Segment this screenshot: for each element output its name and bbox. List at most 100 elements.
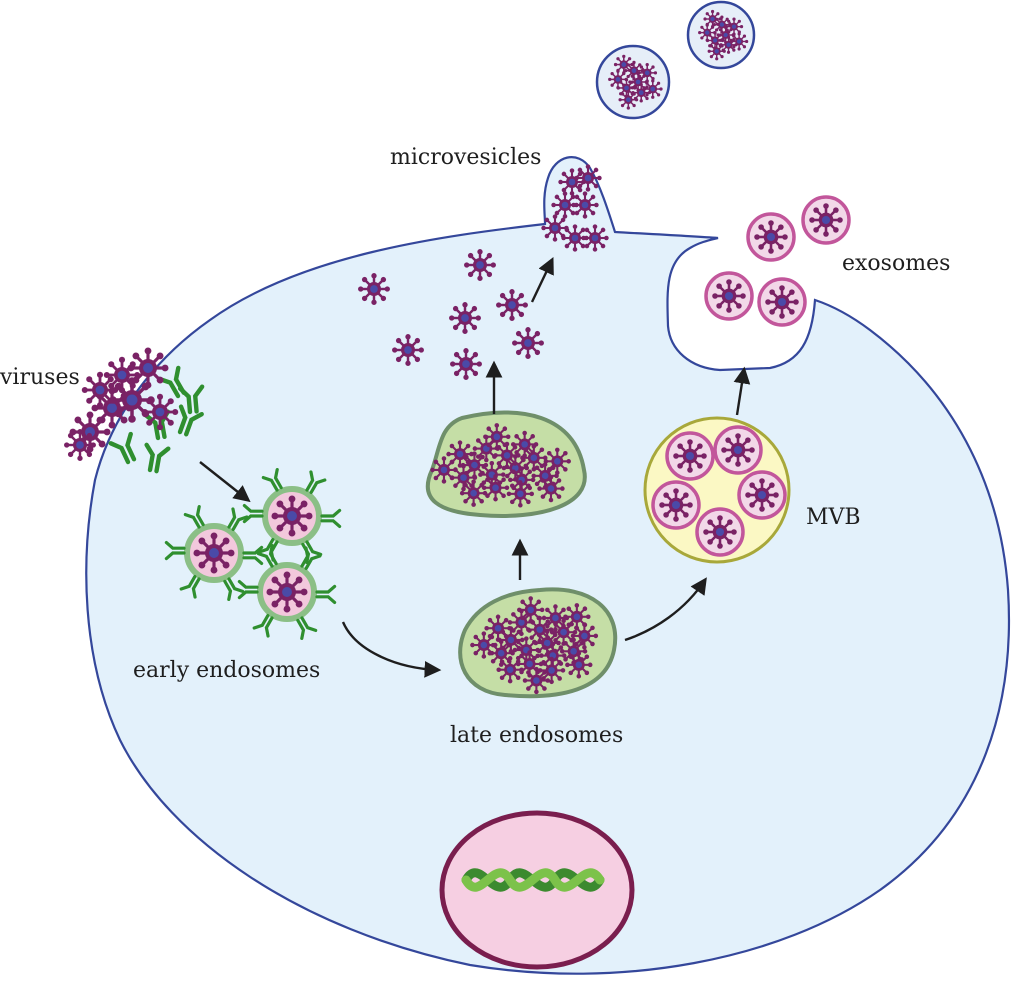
virus-icon bbox=[484, 614, 512, 642]
arrow-icon bbox=[341, 621, 442, 678]
receptor-icon bbox=[183, 504, 205, 529]
arrows bbox=[199, 256, 751, 678]
virus-icon bbox=[703, 9, 722, 29]
receptor-icon bbox=[179, 574, 201, 599]
cell-membrane bbox=[85, 156, 1011, 975]
arrow-icon bbox=[733, 366, 751, 416]
virus-icon bbox=[358, 273, 390, 305]
virus-icon bbox=[81, 371, 119, 409]
early-endosome bbox=[237, 543, 337, 641]
virus-icon bbox=[541, 604, 570, 632]
receptor-icon bbox=[108, 431, 137, 465]
virus-icon bbox=[449, 463, 478, 492]
virus-icon bbox=[459, 479, 488, 507]
label-viruses: viruses bbox=[0, 365, 80, 390]
receptor-icon bbox=[223, 577, 245, 602]
label-microvesicles: microvesicles bbox=[390, 145, 541, 170]
virus-icon bbox=[561, 224, 589, 252]
arrow-icon bbox=[199, 461, 251, 503]
virus-icon bbox=[765, 285, 799, 319]
virus-icon bbox=[481, 474, 510, 502]
virus-icon bbox=[551, 191, 579, 219]
virus-icon bbox=[642, 79, 663, 99]
receptor-icon bbox=[315, 584, 337, 605]
virus-icon bbox=[673, 439, 707, 473]
receptor-icon bbox=[305, 470, 327, 495]
virus-icon bbox=[64, 429, 96, 461]
virus-icon bbox=[565, 651, 593, 679]
virus-icon bbox=[496, 289, 528, 321]
early-endosome bbox=[164, 504, 264, 602]
virus-icon bbox=[707, 42, 726, 61]
receptor-icon bbox=[177, 404, 204, 437]
virus-icon bbox=[703, 515, 737, 549]
virus-icon bbox=[271, 495, 313, 537]
receptor-icon bbox=[320, 508, 342, 529]
receptor-icon bbox=[237, 579, 259, 600]
virus-icon bbox=[487, 639, 515, 667]
virus-icon bbox=[537, 474, 565, 503]
virus-icon bbox=[730, 32, 749, 51]
receptor-icon bbox=[242, 503, 264, 524]
virus-icon bbox=[464, 249, 496, 281]
released-vesicle bbox=[595, 44, 671, 120]
receptor-icon bbox=[144, 442, 171, 474]
virus-icon bbox=[450, 348, 482, 380]
released-vesicle bbox=[686, 0, 756, 70]
label-early-endosomes: early endosomes bbox=[133, 658, 320, 683]
receptor-icon bbox=[242, 545, 264, 566]
virus-icon bbox=[141, 393, 179, 431]
virus-icon bbox=[193, 532, 235, 574]
virus-icon bbox=[745, 478, 779, 512]
label-mvb: MVB bbox=[806, 505, 861, 530]
exosome bbox=[695, 507, 745, 557]
receptor-icon bbox=[252, 613, 274, 638]
virus-icon bbox=[517, 596, 545, 624]
exosome bbox=[713, 425, 763, 475]
virus-icon bbox=[618, 89, 639, 110]
virus-icon bbox=[631, 82, 652, 103]
virus-icon bbox=[103, 356, 141, 394]
virus-icon bbox=[541, 214, 569, 242]
receptor-icon bbox=[227, 507, 249, 532]
virus-icon bbox=[574, 164, 602, 192]
receptor-icon bbox=[261, 467, 283, 492]
virus-icon bbox=[608, 69, 628, 90]
arrow-icon bbox=[530, 256, 554, 303]
exosome bbox=[757, 277, 807, 327]
virus-icon bbox=[392, 334, 424, 366]
virus-icon bbox=[430, 456, 458, 484]
virus-icon bbox=[537, 656, 566, 685]
exosome bbox=[801, 195, 851, 245]
virus-icon bbox=[809, 203, 843, 237]
receptor-icon bbox=[296, 616, 318, 641]
virus-icon bbox=[712, 279, 746, 313]
receptor-icon bbox=[256, 543, 278, 568]
receptor-icon bbox=[178, 384, 205, 415]
virus-icon bbox=[543, 447, 571, 475]
virus-icon bbox=[483, 423, 511, 451]
virus-icon bbox=[449, 302, 481, 334]
receptor-icon bbox=[164, 540, 186, 561]
vesicle-group bbox=[164, 0, 851, 641]
exosome bbox=[746, 212, 796, 262]
virus-icon bbox=[127, 347, 169, 389]
virus-icon bbox=[624, 60, 644, 81]
virus-icon bbox=[637, 63, 658, 83]
exosome bbox=[737, 470, 787, 520]
virus-icon bbox=[510, 430, 539, 459]
virus-icon bbox=[496, 656, 524, 684]
virus-group bbox=[64, 164, 609, 695]
virus-icon bbox=[522, 666, 551, 695]
exosome bbox=[704, 271, 754, 321]
virus-icon bbox=[698, 23, 717, 42]
virus-icon bbox=[563, 603, 591, 631]
arrow-icon bbox=[624, 577, 707, 642]
virus-icon bbox=[558, 168, 586, 196]
virus-icon bbox=[659, 488, 693, 522]
virus-icon bbox=[266, 571, 308, 613]
virus-icon bbox=[613, 54, 634, 75]
virus-icon bbox=[512, 327, 544, 359]
dna-icon bbox=[461, 868, 605, 892]
